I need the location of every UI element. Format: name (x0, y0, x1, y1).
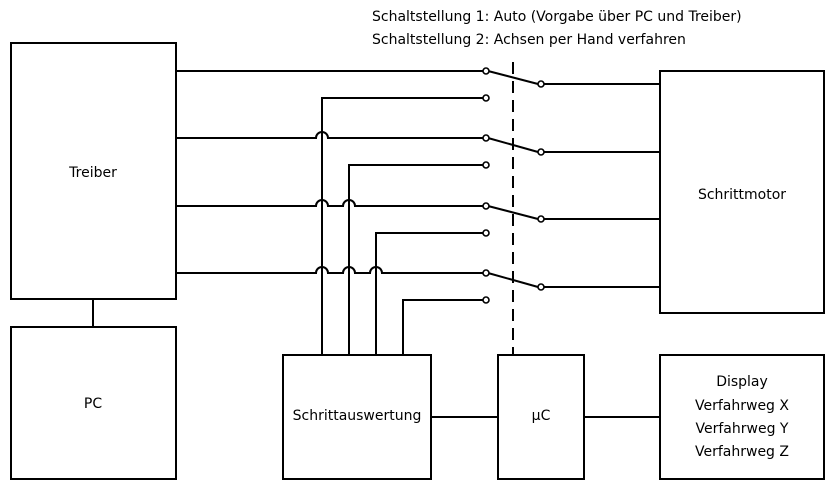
switch-4-common (537, 283, 545, 291)
display-label-line-3: Verfahrweg Y (696, 421, 789, 437)
microcontroller-block: µC (497, 354, 585, 480)
schrittauswertung-block: Schrittauswertung (282, 354, 432, 480)
display-label-line-4: Verfahrweg Z (695, 444, 789, 460)
treiber-block: Treiber (10, 42, 177, 300)
switch-2-contact-manual (482, 161, 490, 169)
treiber-line-3 (176, 199, 485, 207)
treiber-line-2 (176, 131, 485, 139)
schrittauswertung-line-2 (348, 164, 485, 355)
schrittmotor-label: Schrittmotor (698, 187, 786, 203)
switch-lever-3 (487, 205, 539, 220)
switch-lever-4 (487, 272, 539, 288)
switch-1-contact-manual (482, 94, 490, 102)
treiber-label: Treiber (68, 165, 117, 181)
schrittauswertung-label: Schrittauswertung (293, 408, 422, 424)
display-label-line-2: Verfahrweg X (695, 398, 789, 414)
pc-block: PC (10, 326, 177, 480)
switch-4-contact-auto (482, 269, 490, 277)
switch-2-contact-auto (482, 134, 490, 142)
treiber-line-4 (176, 266, 485, 274)
note-switch-position-1: Schaltstellung 1: Auto (Vorgabe über PC … (372, 9, 742, 25)
display-label-line-1: Display (716, 374, 768, 390)
pc-label: PC (84, 396, 102, 412)
schrittauswertung-line-1 (321, 97, 485, 355)
switch-1-contact-auto (482, 67, 490, 75)
switch-3-contact-manual (482, 229, 490, 237)
schrittauswertung-line-3 (375, 232, 485, 355)
display-block: Display Verfahrweg X Verfahrweg Y Verfah… (659, 354, 825, 480)
switch-2-common (537, 148, 545, 156)
switch-3-contact-auto (482, 202, 490, 210)
schrittauswertung-line-4 (402, 299, 485, 355)
switch-1-common (537, 80, 545, 88)
switch-3-common (537, 215, 545, 223)
microcontroller-label: µC (532, 408, 551, 424)
note-switch-position-2: Schaltstellung 2: Achsen per Hand verfah… (372, 32, 686, 48)
switch-lever-1 (487, 70, 539, 85)
schrittmotor-block: Schrittmotor (659, 70, 825, 314)
switch-4-contact-manual (482, 296, 490, 304)
switch-lever-2 (487, 137, 539, 153)
